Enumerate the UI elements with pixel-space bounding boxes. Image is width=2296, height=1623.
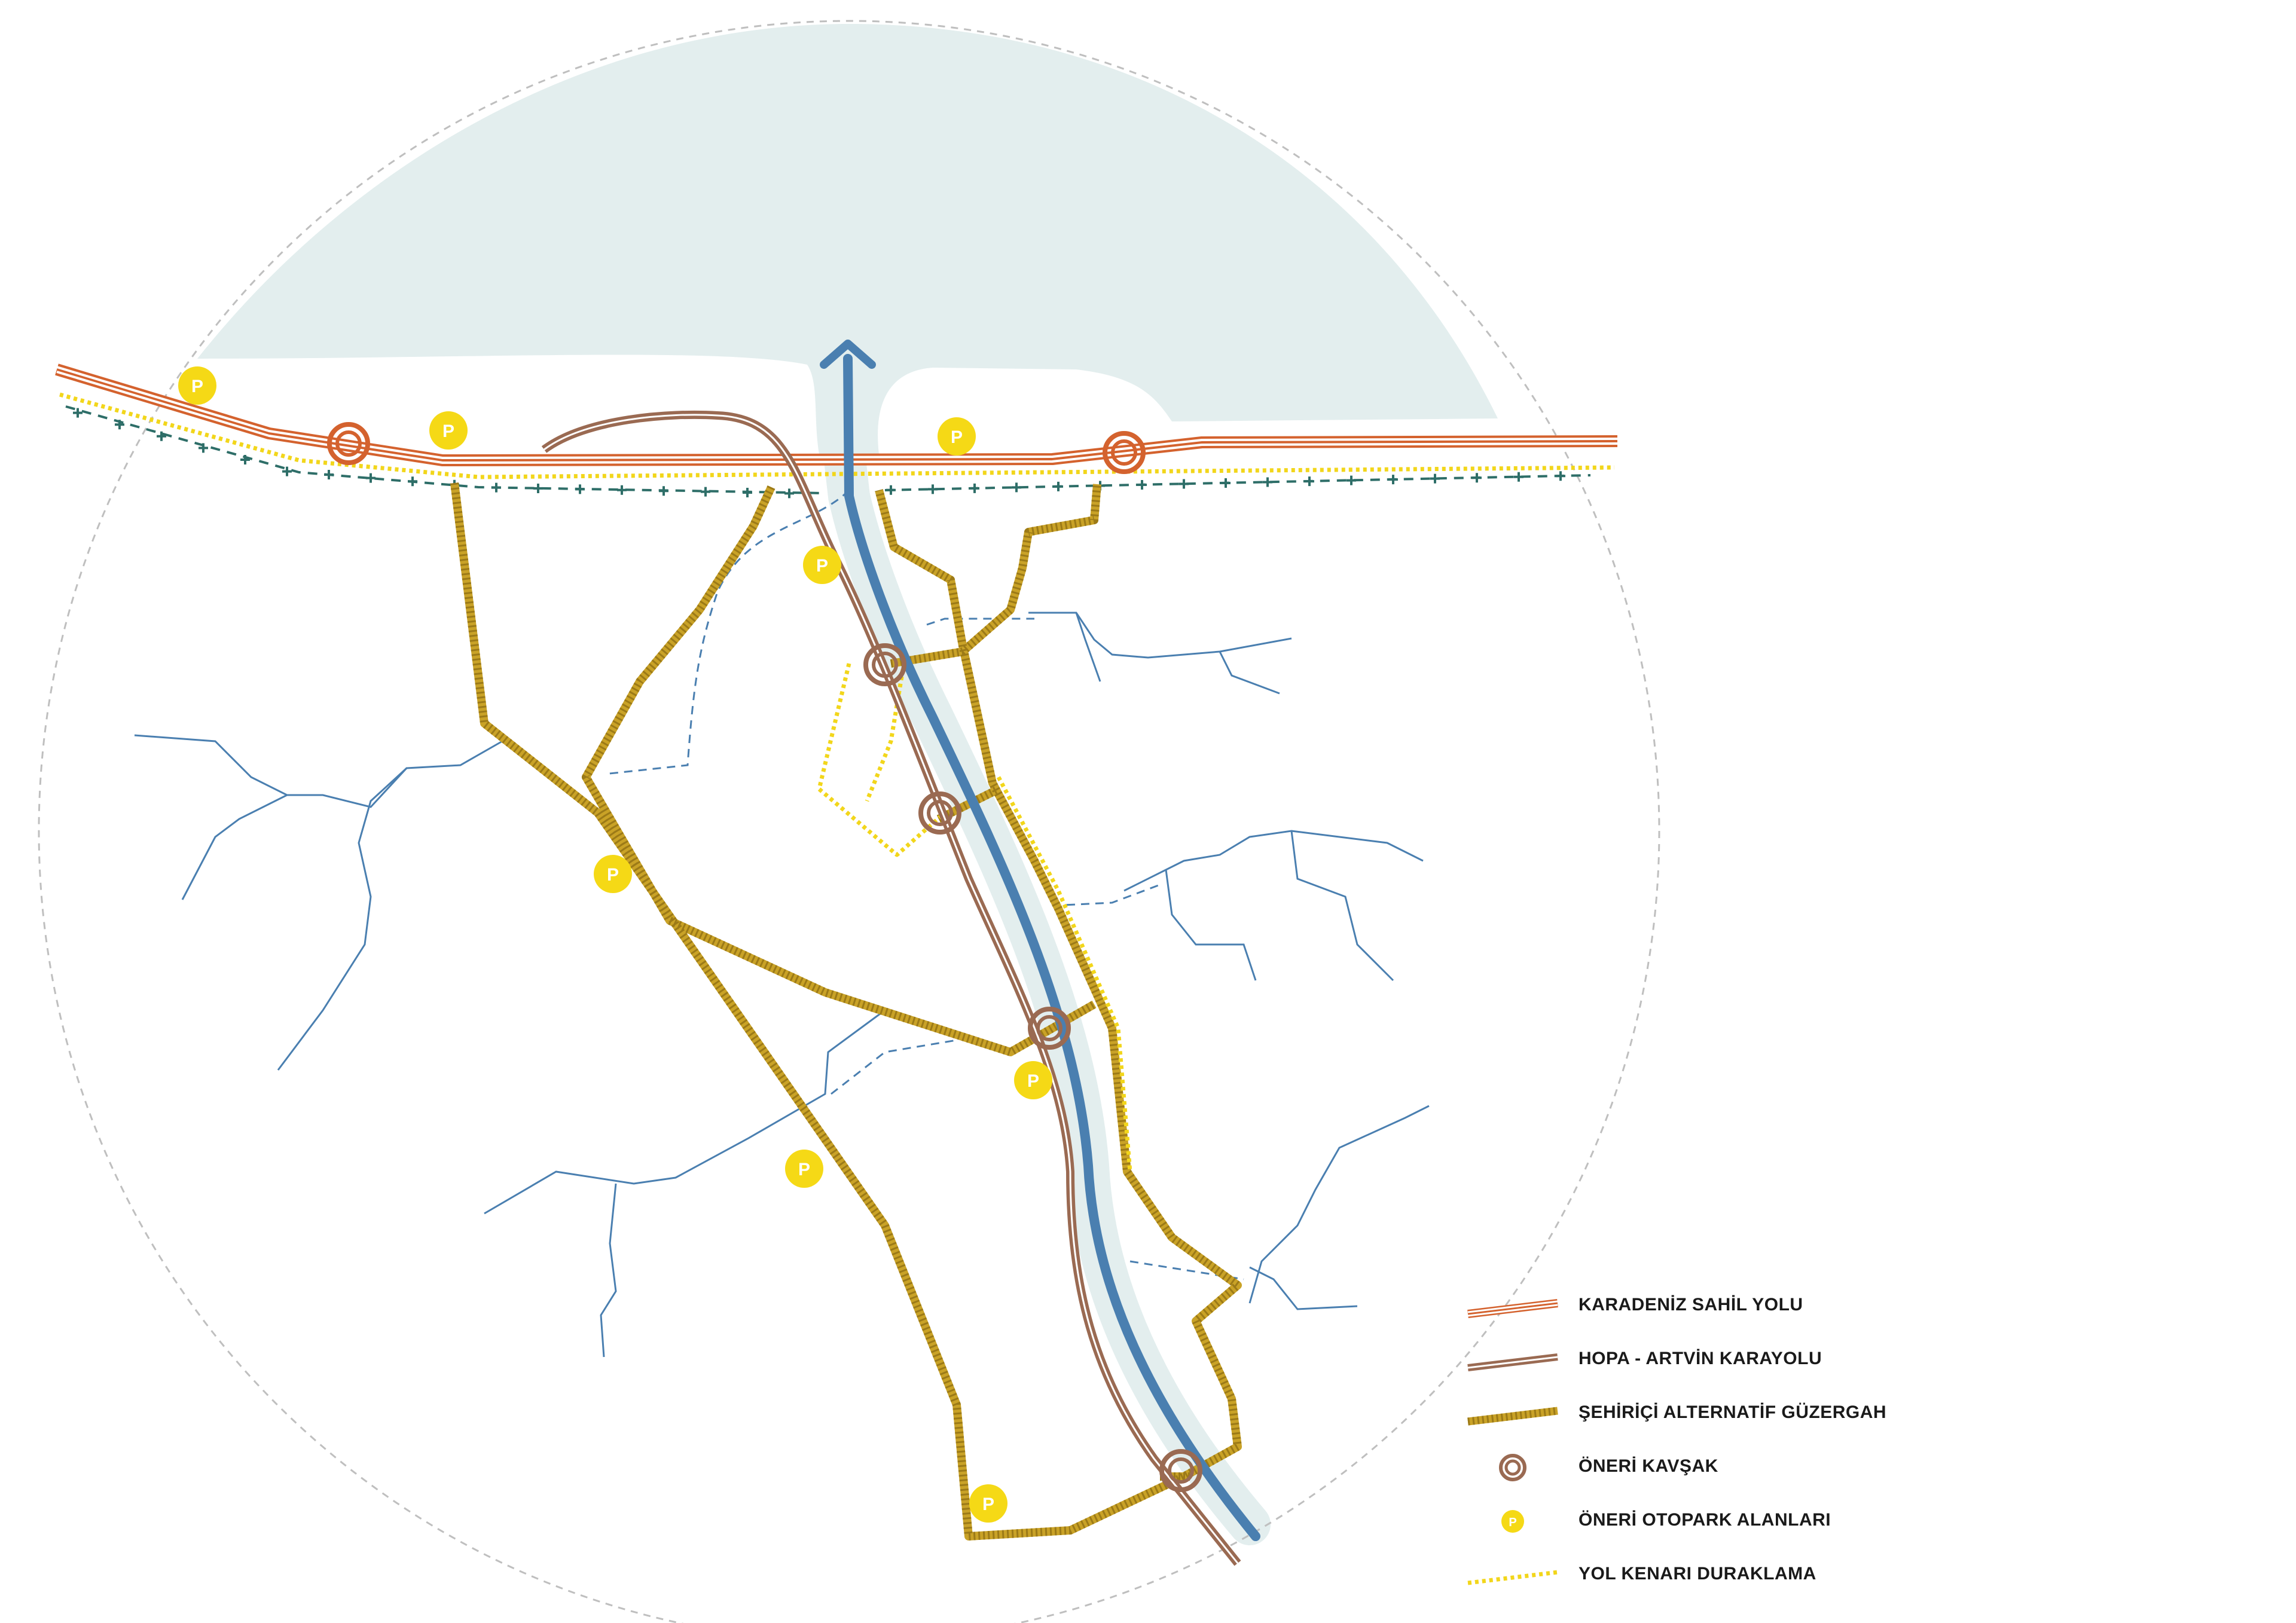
parking-areas: P P P P P P P P [178, 366, 1052, 1523]
walkway-plus-mark [970, 483, 979, 493]
parking-icon: P [785, 1150, 823, 1188]
legend-symbol-highway [1467, 1353, 1558, 1371]
walkway-plus-mark [701, 487, 710, 497]
walkway-plus-mark [491, 482, 501, 493]
legend-label: KARADENİZ SAHİL YOLU [1578, 1295, 1803, 1315]
junction-icon [1103, 431, 1146, 474]
walkway-plus-mark [366, 473, 375, 483]
junction-icon [918, 791, 961, 835]
junction-icon [1159, 1449, 1202, 1492]
highway [541, 410, 1241, 1566]
walkway-plus-mark [928, 484, 938, 494]
parking-label: P [982, 1494, 994, 1514]
legend-label: ÖNERİ OTOPARK ALANLARI [1578, 1510, 1831, 1530]
legend-item-highway: HOPA - ARTVİN KARAYOLU [1459, 1333, 2236, 1387]
parking-icon: P [429, 411, 468, 450]
parking-label: P [1027, 1071, 1039, 1091]
legend-label: ÖNERİ KAVŞAK [1578, 1456, 1718, 1476]
walkway-plus-mark [199, 443, 208, 453]
walkway-plus-mark [1221, 478, 1231, 488]
parking-icon: P [1014, 1061, 1052, 1099]
legend-item-roadside: YOL KENARI DURAKLAMA [1459, 1548, 2236, 1602]
parking-label: P [442, 421, 454, 441]
legend-item-junction: ÖNERİ KAVŞAK [1459, 1441, 2236, 1494]
walkway-plus-mark [1137, 479, 1147, 490]
parking-icon-label: P [1509, 1516, 1516, 1529]
walkway-plus-mark [575, 484, 585, 494]
walkway-plus-mark [1012, 482, 1021, 493]
parking-icon: P [178, 366, 216, 405]
coast-road [55, 363, 1618, 466]
walkway-plus-mark [886, 485, 896, 495]
walkway-plus-mark [1556, 471, 1565, 481]
parking-label: P [798, 1160, 810, 1179]
sea-area [197, 24, 1498, 454]
study-area-boundary [38, 20, 1660, 1623]
walkway-plus-mark [324, 470, 334, 479]
parking-icon: P [969, 1484, 1007, 1523]
walkway-plus-mark [282, 466, 292, 476]
parking-icon: P [594, 855, 632, 893]
legend-item-alt-route: ŞEHİRİÇİ ALTERNATİF GÜZERGAH [1459, 1387, 2236, 1441]
junction-icon [863, 643, 906, 686]
walkway-plus-mark [240, 455, 250, 464]
walkway-plus-mark [1430, 473, 1440, 484]
walkway-plus-mark [659, 486, 668, 496]
walkway-plus-mark [1305, 476, 1314, 487]
walkway-plus-mark [1388, 475, 1398, 485]
legend-symbol-alt-route [1467, 1407, 1558, 1426]
junction-icon [1499, 1454, 1526, 1481]
junctions [327, 422, 1202, 1492]
walkway-plus-mark [1347, 475, 1356, 485]
parking-label: P [951, 427, 963, 447]
walkway-plus-mark [157, 431, 166, 441]
walkway-plus-mark [1054, 481, 1063, 491]
walkway-plus-mark [73, 408, 83, 418]
legend-item-parking: P ÖNERİ OTOPARK ALANLARI [1459, 1494, 2236, 1548]
parking-icon: P [1501, 1510, 1524, 1533]
legend-item-coast-road: KARADENİZ SAHİL YOLU [1459, 1279, 2236, 1333]
streams [134, 612, 1430, 1358]
legend: KARADENİZ SAHİL YOLU HOPA - ARTVİN KARAY… [1459, 1279, 2236, 1602]
parking-label: P [816, 556, 828, 576]
parking-label: P [607, 865, 619, 885]
walkway-plus-mark [743, 488, 752, 497]
parking-icon: P [803, 546, 841, 584]
junction-icon [327, 422, 370, 465]
walkway-plus-mark [115, 420, 124, 430]
walkway-plus-mark [408, 476, 417, 487]
walkway-plus-mark [533, 484, 543, 493]
dashed-links [603, 489, 1244, 1280]
walkway-plus-marks [73, 408, 1565, 499]
walkway-plus-mark [617, 485, 627, 495]
legend-label: ŞEHİRİÇİ ALTERNATİF GÜZERGAH [1578, 1402, 1887, 1422]
walkway-plus-mark [1472, 473, 1482, 483]
legend-symbol-coast-road [1467, 1299, 1558, 1318]
walkway-plus-mark [1179, 479, 1189, 489]
parking-label: P [191, 377, 203, 396]
parking-icon: P [938, 417, 976, 456]
legend-symbol-roadside [1467, 1570, 1558, 1585]
walkway-plus-mark [1263, 477, 1272, 487]
river [820, 340, 1260, 1541]
junction-icon [1028, 1007, 1071, 1050]
walkway-plus-mark [1514, 472, 1523, 482]
legend-label: YOL KENARI DURAKLAMA [1578, 1564, 1816, 1584]
alternative-route [454, 483, 1242, 1541]
coastal-walkway [65, 405, 1591, 494]
walkway-plus-mark [784, 488, 794, 499]
legend-label: HOPA - ARTVİN KARAYOLU [1578, 1349, 1822, 1368]
